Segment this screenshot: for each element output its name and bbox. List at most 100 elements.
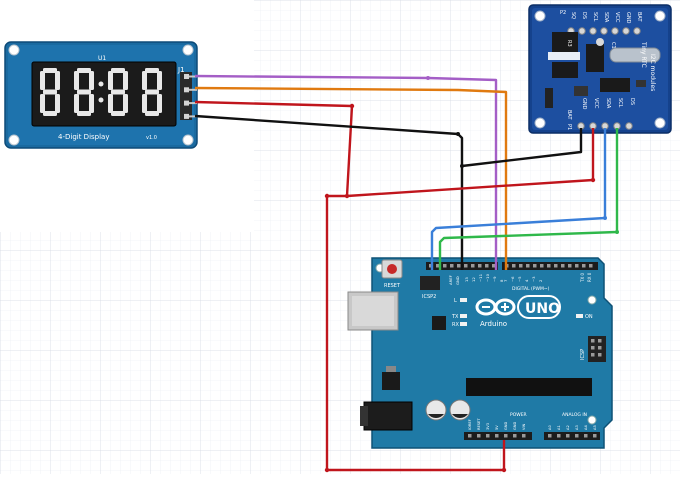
rtc-top-pads [567,27,641,35]
digital-pin-hole [526,264,530,268]
digit-segment [77,68,91,73]
digital-pin-hole [575,264,579,268]
power-pin-hole [504,434,508,438]
digital-pin-hole [561,264,565,268]
display-version: v1.0 [146,135,157,141]
wire-gnd-black-rtc [461,128,583,168]
digit-segment [89,71,94,90]
digital-pin-hole [429,264,433,268]
arduino-logo: UNO Arduino [475,295,561,328]
digit-segment [43,111,57,116]
analog-pin-label: A4 [584,425,588,430]
rtc-chip [552,32,578,52]
digit-segment [74,94,79,113]
analog-pin-hole [566,434,570,438]
rtc-top-pin-label: SCL [592,12,598,22]
digit-segment [123,94,128,113]
tx0-label: TX 0 [580,273,585,283]
digital-pin-hole [457,264,461,268]
digital-pin-hole [485,264,489,268]
rtc-top-pin-label: DS [581,12,587,19]
rtc-bottom-pin-label: GND [581,98,587,110]
on-label: ON [585,314,593,320]
digital-pin-hole [589,264,593,268]
icsp2-header [420,276,440,290]
header-pin [184,100,189,106]
display-label: 4-Digit Display [58,133,109,141]
display-connector-label: J1 [177,66,185,74]
power-pin-label: 5V [495,425,499,430]
analog-label: ANALOG IN [562,412,587,418]
wire-gnd-black-display [194,114,464,270]
rtc-bottom-pin-labels: GND VCC SDA SCL DS [581,98,635,110]
digit-segment [111,111,125,116]
rtc-top-pin-label: GND [625,12,631,24]
digital-pin-hole [443,264,447,268]
digital-pin-label: ~11 [478,273,483,282]
analog-header [544,432,600,440]
icsp-pin-hole [591,353,595,357]
digit-segment [111,68,125,73]
analog-pin-hole [548,434,552,438]
rtc-top-left-label: P2 [560,10,566,16]
grid-background-left [0,232,254,474]
rx-label: RX [452,322,459,328]
power-pin-label: RESET [477,418,481,430]
icsp-pin-hole [591,339,595,343]
digital-pin-label: ~6 [510,276,515,282]
digital-pin-hole [436,264,440,268]
rtc-subtitle: I2C modules [649,54,656,91]
rtc-left-label: BAT [566,110,572,120]
digit-segment [108,71,113,90]
digital-pin-hole [540,264,544,268]
digit-segment [111,89,125,95]
arduino-board: RESET ICSP2 L TX RX ON [347,257,613,449]
analog-pin-label: A0 [548,425,552,430]
mount-hole-icon [534,10,546,22]
header-pin [184,87,189,93]
atmega-chip [466,378,592,396]
rtc-bottom-pin-label: SDA [605,98,611,109]
digit-segment [145,68,159,73]
power-pin-label: 3V3 [486,423,490,430]
rtc-bottom-pin-label: DS [629,98,635,105]
icsp2-label: ICSP2 [422,294,436,300]
digit-segment [123,71,128,90]
display-ref-label: U1 [98,55,106,62]
rtc-bottom-pin-label: SCL [617,98,623,108]
digital-pin-hole [512,264,516,268]
rtc-top-pin-label: VCC [614,12,620,23]
digit-segment [157,94,162,113]
digit-segment [89,94,94,113]
colon-dot [98,81,104,87]
header-pin [184,74,189,79]
digit-segment [142,94,147,113]
rtc-top-pin-label: SDA [603,12,609,23]
digital-pin-hole [471,264,475,268]
digital-pin-label: 12 [471,277,476,282]
digit-segment [55,94,60,113]
mount-hole-icon [8,44,20,56]
analog-pin-hole [593,434,597,438]
rx0-label: RX 0 [587,272,592,282]
digital-pin-label: 2 [538,279,543,282]
digital-pin-hole [554,264,558,268]
digit-segment [145,111,159,116]
crystal [609,47,661,63]
power-pin-hole [477,434,481,438]
power-pin-hole [486,434,490,438]
gnd-label: GND [455,276,460,285]
icsp-pin-hole [598,339,602,343]
rtc-top-pin-label: SQ [570,12,576,19]
digit-segment [77,89,91,95]
power-pin-hole [513,434,517,438]
reset-button-cap[interactable] [387,264,397,274]
usb-chip [432,316,446,330]
power-pin-hole [522,434,526,438]
rtc-top-pad [611,27,619,35]
rtc-bottom-pin-label: VCC [593,98,599,109]
